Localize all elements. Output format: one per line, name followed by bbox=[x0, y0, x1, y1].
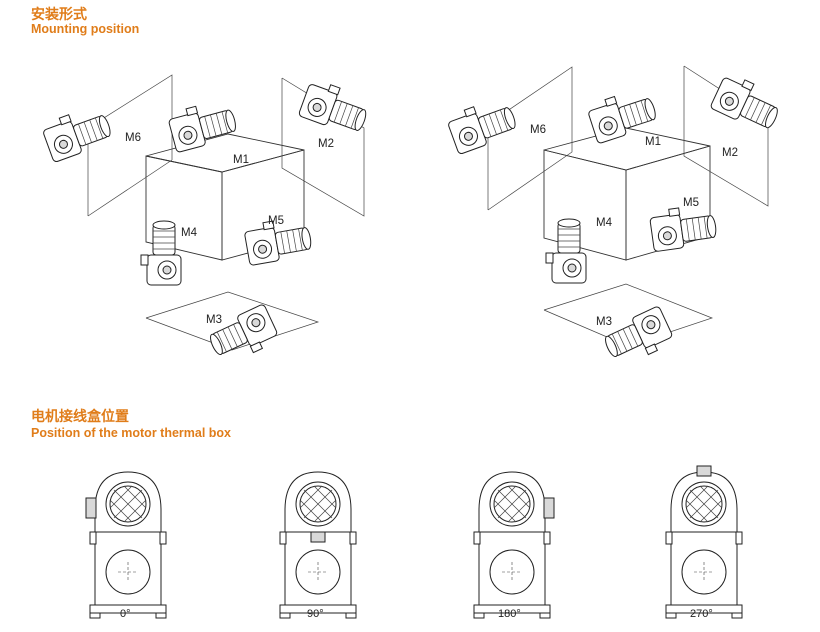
label-m6-right: M6 bbox=[530, 124, 546, 136]
label-m5-left: M5 bbox=[268, 215, 284, 227]
angle-270: 270° bbox=[690, 608, 713, 620]
label-m2-right: M2 bbox=[722, 147, 738, 159]
angle-180: 180° bbox=[498, 608, 521, 620]
gearmotor-m4-icon bbox=[140, 220, 182, 286]
label-m3-left: M3 bbox=[206, 314, 222, 326]
thermal-box-180-icon bbox=[473, 471, 551, 619]
gearmotor-m5-right-icon bbox=[648, 202, 719, 253]
thermal-box-0: 0° bbox=[85, 471, 167, 620]
gearmotor-m2-icon bbox=[297, 77, 373, 138]
terminal-box-top-icon bbox=[696, 465, 712, 477]
thermal-box-title-en: Position of the motor thermal box bbox=[31, 426, 232, 440]
mounting-title-cn: 安装形式 bbox=[31, 6, 87, 22]
thermal-box-270: 270° bbox=[665, 465, 743, 620]
terminal-box-right-icon bbox=[543, 497, 555, 519]
gearmotor-m6-right-icon bbox=[444, 94, 520, 156]
label-m2-left: M2 bbox=[318, 138, 334, 150]
thermal-box-title-cn: 电机接线盒位置 bbox=[31, 408, 129, 424]
thermal-box-0-icon bbox=[89, 471, 167, 619]
terminal-box-left-icon bbox=[85, 497, 97, 519]
gearmotor-m2-right-icon bbox=[709, 70, 786, 136]
gearmotor-m1-icon bbox=[166, 97, 240, 154]
gearmotor-m4-right-icon bbox=[545, 218, 587, 284]
mounting-cluster-right: M6 M1 M2 M4 M5 M3 bbox=[444, 65, 786, 370]
angle-0: 0° bbox=[120, 608, 131, 620]
mounting-title-en: Mounting position bbox=[31, 22, 140, 36]
mounting-cluster-left: M6 M1 M2 M4 M5 M3 bbox=[39, 74, 373, 368]
gearmotor-m6-icon bbox=[39, 102, 115, 164]
label-m4-right: M4 bbox=[596, 217, 613, 229]
terminal-box-bottom-icon bbox=[310, 531, 326, 543]
label-m4-left: M4 bbox=[181, 227, 198, 239]
label-m3-right: M3 bbox=[596, 316, 612, 328]
angle-90: 90° bbox=[307, 608, 324, 620]
thermal-box-90: 90° bbox=[279, 471, 357, 620]
thermal-box-180: 180° bbox=[473, 471, 555, 620]
label-m1-left: M1 bbox=[233, 154, 249, 166]
thermal-box-270-icon bbox=[665, 471, 743, 619]
label-m5-right: M5 bbox=[683, 197, 699, 209]
label-m6-left: M6 bbox=[125, 132, 141, 144]
label-m1-right: M1 bbox=[645, 136, 661, 148]
thermal-box-90-icon bbox=[279, 471, 357, 619]
